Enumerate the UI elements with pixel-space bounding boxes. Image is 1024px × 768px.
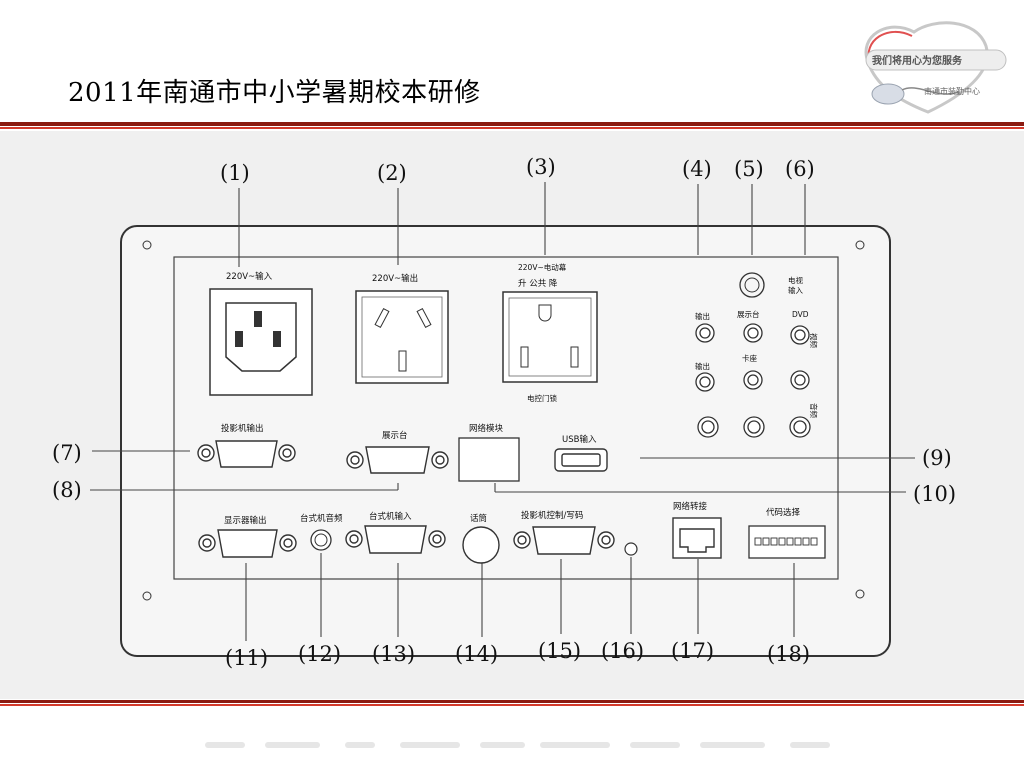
callout-8: (8) — [52, 478, 82, 502]
callout-3: (3) — [526, 155, 556, 179]
rj45-port-icon — [672, 517, 722, 559]
footer-smudge — [540, 742, 610, 748]
screen-lock-socket — [502, 291, 598, 383]
label-av-deck: 卡座 — [742, 353, 757, 363]
heart-mouse-logo-icon: 我们将用心为您服务 南通市装勤中心 — [864, 21, 1007, 114]
power-outlet — [355, 290, 449, 384]
audio-jack-icon — [310, 529, 332, 551]
callout-9: (9) — [922, 446, 952, 470]
header-rule-dark — [0, 122, 1024, 126]
footer-smudge — [345, 742, 375, 748]
label-av-booth: 展示台 — [737, 309, 760, 319]
tv-antenna-jack-icon — [739, 272, 765, 298]
serial-connector-icon — [513, 526, 615, 555]
label-av-dvd: DVD — [792, 310, 809, 319]
label-av-out-2: 输出 — [695, 361, 710, 371]
usb-port-icon — [554, 448, 608, 472]
dip-switch-icon — [754, 537, 818, 546]
label-av-out-1: 输出 — [695, 311, 710, 321]
label-door-lock: 电控门锁 — [527, 393, 557, 403]
callout-17: (17) — [671, 639, 714, 663]
callout-10: (10) — [913, 482, 956, 506]
inner-panel — [173, 256, 839, 580]
callout-5: (5) — [734, 157, 764, 181]
label-booth-in: 展示台 — [382, 430, 408, 441]
label-projector-ctrl: 投影机控制/写码 — [521, 510, 583, 521]
label-monitor-out: 显示器输出 — [224, 515, 267, 526]
rca-jacks — [695, 323, 811, 438]
callout-15: (15) — [538, 639, 581, 663]
iec-socket-icon — [225, 302, 297, 372]
panel-diagram: (1) (2) (3) (4) (5) (6) (7) (8) (9) (10)… — [0, 131, 1024, 699]
network-module-box — [458, 437, 520, 482]
label-audio: 音频 — [809, 403, 819, 418]
callout-4: (4) — [682, 157, 712, 181]
wall-panel-diagram: (1) (2) (3) (4) (5) (6) (7) (8) (9) (10)… — [52, 155, 956, 670]
screw-hole-icon — [142, 591, 152, 601]
footer-smudge — [790, 742, 830, 748]
footer-smudge — [700, 742, 765, 748]
power-inlet — [209, 288, 313, 396]
label-tv: 电视 — [788, 275, 803, 285]
label-screen-up-down: 升 公共 降 — [518, 278, 558, 289]
vga-connector-icon — [198, 529, 297, 558]
callout-16: (16) — [601, 639, 644, 663]
slide-title: 2011年南通市中小学暑期校本研修 — [68, 78, 481, 108]
footer-smudge — [400, 742, 460, 748]
footer-smudge — [630, 742, 680, 748]
label-power-out: 220V~输出 — [372, 273, 418, 284]
callout-18: (18) — [767, 642, 810, 666]
footer-smudge — [205, 742, 245, 748]
vga-connector-icon — [345, 525, 446, 554]
footer-rule-red — [0, 704, 1024, 706]
label-network-module: 网络模块 — [469, 423, 504, 434]
label-code-select: 代码选择 — [766, 507, 801, 518]
label-network-adapter: 网络转接 — [673, 501, 708, 512]
label-tv-input: 输入 — [788, 285, 803, 295]
indicator-led-icon — [624, 542, 638, 556]
callout-2: (2) — [377, 161, 407, 185]
logo-banner-text: 我们将用心为您服务 — [872, 54, 963, 67]
label-power-in: 220V~输入 — [226, 271, 273, 282]
label-video: 视频 — [809, 333, 819, 348]
footer-smudge — [480, 742, 525, 748]
logo-subtitle: 南通市装勤中心 — [924, 86, 980, 96]
label-screen-control: 220V~电动幕 — [518, 262, 567, 272]
callout-14: (14) — [455, 642, 498, 666]
label-pc-in: 台式机输入 — [369, 511, 412, 522]
logo: 我们将用心为您服务 南通市装勤中心 — [858, 16, 1010, 120]
header-rule-red — [0, 127, 1024, 129]
label-pc-audio: 台式机音频 — [300, 513, 343, 524]
vga-connector-icon — [197, 440, 296, 468]
callout-12: (12) — [298, 642, 341, 666]
callout-13: (13) — [372, 642, 415, 666]
callout-6: (6) — [785, 157, 815, 181]
screw-hole-icon — [855, 240, 865, 250]
label-projector-out: 投影机输出 — [221, 423, 264, 434]
callout-11: (11) — [225, 646, 268, 670]
screw-hole-icon — [142, 240, 152, 250]
callout-1: (1) — [220, 161, 250, 185]
footer-smudge — [265, 742, 320, 748]
leader-lines — [90, 182, 915, 641]
vga-connector-icon — [346, 446, 449, 474]
footer-rule-dark — [0, 700, 1024, 703]
label-usb-in: USB输入 — [562, 434, 597, 445]
label-mic: 话筒 — [470, 513, 487, 524]
microphone-jack-icon — [462, 526, 500, 564]
screw-hole-icon — [855, 589, 865, 599]
callout-7: (7) — [52, 441, 82, 465]
